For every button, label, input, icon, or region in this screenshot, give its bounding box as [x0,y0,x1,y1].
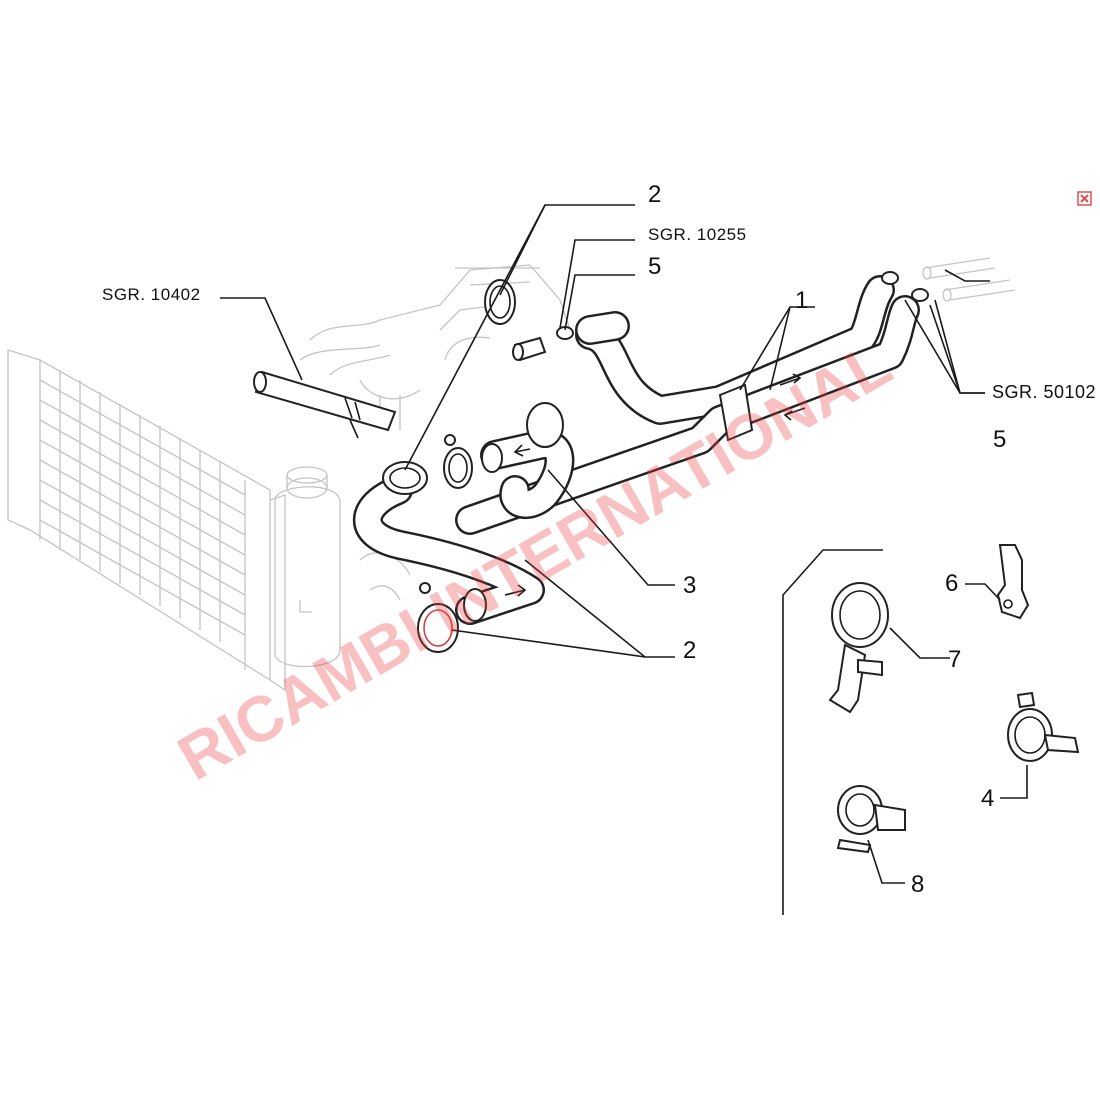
callout-top-5: 5 [648,253,661,280]
callout-1: 1 [795,287,808,314]
detail-clamp-7 [828,582,889,714]
detail-bracket-6 [996,544,1030,620]
heater-pipes [455,275,920,535]
expansion-tank [274,466,341,668]
callout-sgr-50102: SGR. 50102 [992,382,1096,402]
callout-sgr-10255: SGR. 10255 [648,225,747,244]
hose-clamps [382,271,929,653]
callout-8: 8 [911,871,924,898]
callout-top-2: 2 [648,181,661,208]
callout-sgr-10402: SGR. 10402 [102,285,201,304]
callout-bottom-2: 2 [683,637,696,664]
inset-frame [782,549,883,915]
callout-3: 3 [683,572,696,599]
leader-lines [220,204,1028,884]
hose-elbow [480,402,575,519]
small-hose [512,311,630,362]
water-pipe [253,370,397,439]
callout-right-5: 5 [993,426,1006,453]
detail-clamp-4 [1007,691,1080,762]
close-icon[interactable] [1077,191,1092,206]
lower-radiator-hose [353,475,545,625]
callout-4: 4 [981,785,994,812]
callout-6: 6 [945,570,958,597]
detail-clamp-8 [836,785,906,854]
radiator [7,349,286,692]
callout-7: 7 [948,646,961,673]
ghost-pipes-right [922,257,1016,302]
